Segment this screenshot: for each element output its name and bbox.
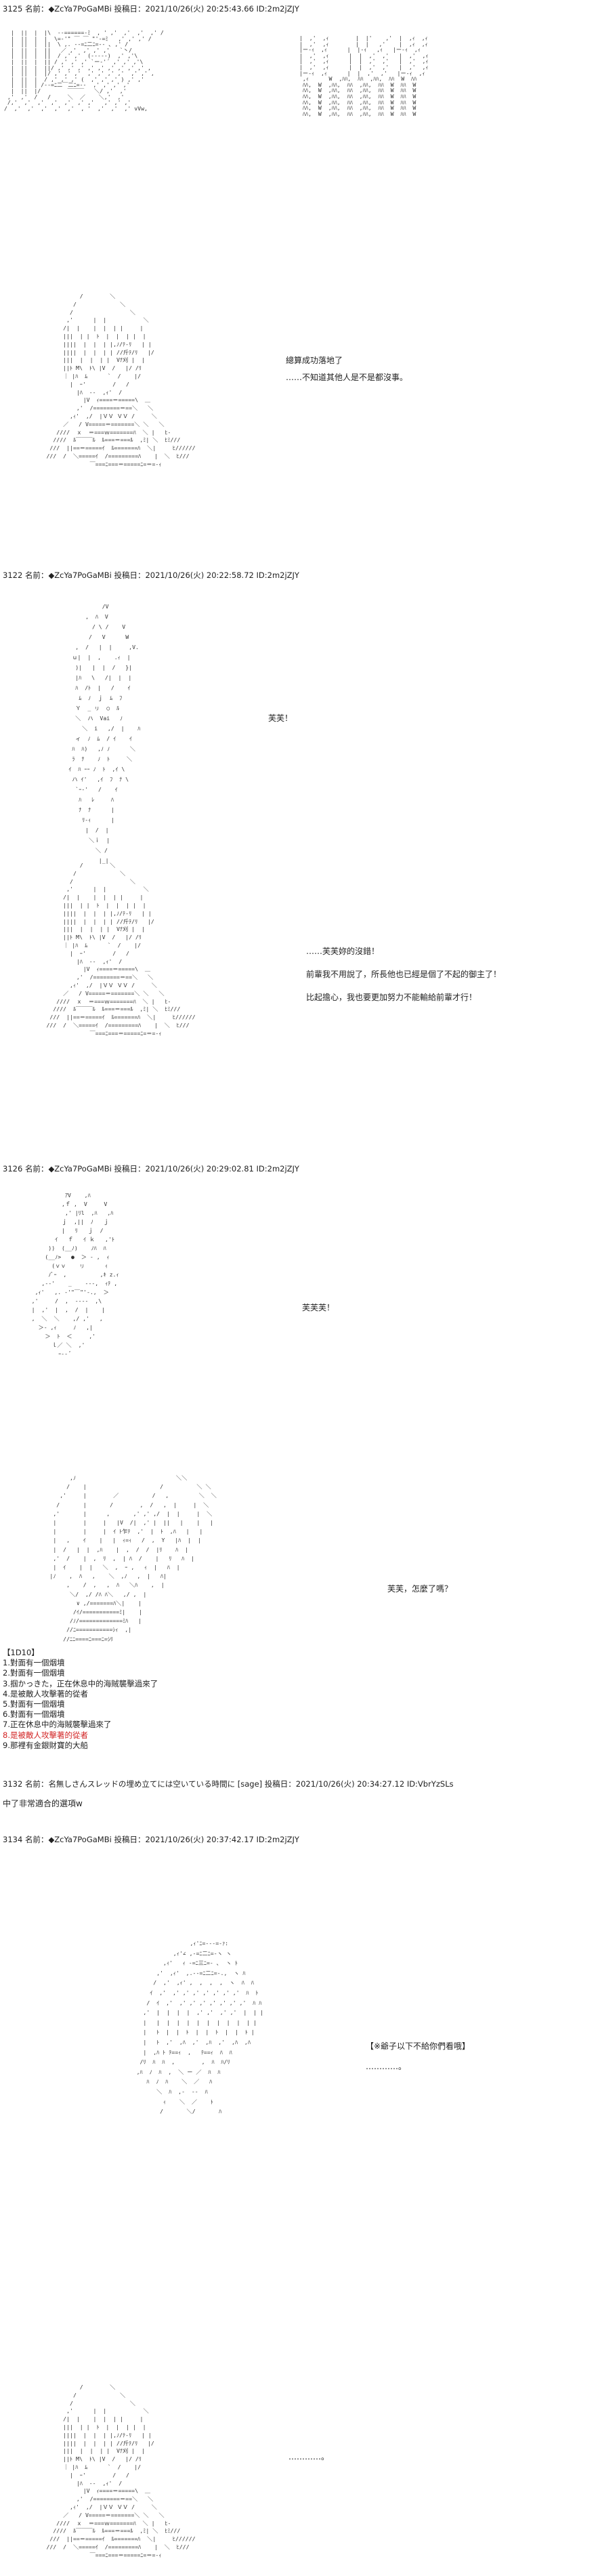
dice-roll-list: 【1D10】 1.對面有一個烟墳 2.對面有一個烟墳 3.掴かっきた，正在休息中… — [3, 1648, 158, 1751]
post-id: ID:2m2jZJY — [256, 1835, 299, 1844]
dialogue-line: 前輩我不用說了，所長他也已經是個了不起的御主了！ — [306, 970, 502, 979]
dialogue-line: ……不知道其他人是不是都沒事。 — [286, 373, 408, 382]
dice-row: 5.對面有一個烟墳 — [3, 1699, 65, 1709]
aa-3122-bunny: /V , ﾊ V / \ / V / V W , / | | ,V. ｕ| | … — [68, 603, 141, 864]
dialogue-3126-a: 芙芙芙！ — [302, 1300, 335, 1316]
post-date: 2021/10/26(火) 20:29:02.81 — [145, 1164, 254, 1173]
aa-3126-bunny: ｱV ,ﾊ ,ｆ , V V ,' |ﾘl ,ﾊ ,ﾊ ｊ ,|| ﾉ ｊ | … — [31, 1192, 119, 1357]
name-label: 名前： — [24, 570, 49, 580]
dialogue-line: 芙芙，怎麼了嗎？ — [387, 1584, 453, 1594]
dice-row: 3.掴かっきた，正在休息中的海賊襲擊過來了 — [3, 1678, 158, 1688]
aa-3134-boy: / ＼ / ＼ / ＼ ,' | | ＼ /| | | | | | | ||| … — [46, 2384, 196, 2558]
aa-3125-left: | || | |\ -‐======-ﾐ , ' ,' ,' ,' ,' / |… — [4, 29, 164, 112]
name-label: 名前： — [24, 4, 49, 14]
post-number[interactable]: 3134 — [3, 1835, 23, 1844]
date-label: 投稿日： — [114, 1835, 146, 1844]
dialogue-line: 芙芙芙！ — [302, 1303, 335, 1312]
post-date: 2021/10/26(火) 20:22:58.72 — [145, 570, 254, 580]
post-id: ID:2m2jZJY — [256, 4, 299, 14]
poster-name: ◆ZcYa7PoGaMBi — [48, 4, 112, 14]
post-number[interactable]: 3126 — [3, 1164, 23, 1173]
post-body-3132: 中了非常適合的選項w — [3, 1799, 83, 1808]
dialogue-line: 總算成功落地了 — [286, 356, 343, 365]
post-header-3125: 3125 名前：◆ZcYa7PoGaMBi 投稿日：2021/10/26(火) … — [3, 4, 299, 14]
post-header-3126: 3126 名前：◆ZcYa7PoGaMBi 投稿日：2021/10/26(火) … — [3, 1164, 299, 1173]
date-label: 投稿日： — [114, 4, 146, 14]
poster-name: ◆ZcYa7PoGaMBi — [48, 1835, 112, 1844]
dialogue-line: 芙芙！ — [268, 713, 293, 723]
dialogue-line: 比起擔心，我也要更加努力不能輸給前輩才行！ — [306, 993, 477, 1002]
dice-row: 2.對面有一個烟墳 — [3, 1668, 65, 1678]
dialogue-3125: 總算成功落地了 ……不知道其他人是不是都沒事。 — [286, 352, 408, 386]
dialogue-3134-a: 【※爺子以下不給你們看哦】 …………。 — [366, 2036, 470, 2077]
dialogue-3122-a: 芙芙！ — [268, 710, 293, 727]
post-number[interactable]: 3132 — [3, 1779, 23, 1789]
dice-row: 6.對面有一個烟墳 — [3, 1709, 65, 1720]
dialogue-line: …………。 — [366, 2062, 407, 2071]
dialogue-3134-b: …………。 — [288, 2449, 329, 2466]
post-id: ID:VbrYzSLs — [406, 1779, 454, 1789]
post-number[interactable]: 3122 — [3, 570, 23, 580]
dice-row: 1.對面有一個烟墳 — [3, 1658, 65, 1668]
post-id: ID:2m2jZJY — [256, 1164, 299, 1173]
post-date: 2021/10/26(火) 20:25:43.66 — [145, 4, 254, 14]
post-date: 2021/10/26(火) 20:37:42.17 — [145, 1835, 254, 1844]
name-label: 名前： — [24, 1164, 49, 1173]
aa-3134-hood: ,ｨ'ﾆ=‐--=‐ｧ: ,ｨ'∠ ,-=ﾆ二ﾆ=-ヽ ヽ ,ｨ' ｨ ‐=ﾆ三… — [136, 1940, 263, 2115]
date-label: 投稿日： — [114, 570, 146, 580]
name-label: 名前： — [24, 1779, 49, 1789]
date-label: [sage] 投稿日： — [237, 1779, 296, 1789]
post-date: 2021/10/26(火) 20:34:27.12 — [295, 1779, 405, 1789]
aa-3122-boy: / ＼ / ＼ / ＼ ,' | | ＼ /| | | | | | | ||| … — [46, 862, 196, 1037]
dialogue-line: ……芙芙妳的沒錯！ — [306, 947, 380, 956]
poster-name: 名無しさんスレッドの埋め立てには空いている時間に — [48, 1779, 236, 1789]
post-header-3134: 3134 名前：◆ZcYa7PoGaMBi 投稿日：2021/10/26(火) … — [3, 1835, 299, 1844]
dialogue-3122-b: ……芙芙妳的沒錯！ 前輩我不用說了，所長他也已經是個了不起的御主了！ 比起擔心，… — [306, 940, 501, 1009]
dice-row-selected: 8.是被敵人攻擊著的從者 — [3, 1730, 88, 1740]
date-label: 投稿日： — [114, 1164, 146, 1173]
aa-3126-girl: ,ﾉ ＼＼ / | / ＼ ＼ ,' | ／ / , ＼ ＼ / | / , /… — [49, 1474, 217, 1642]
post-header-3132: 3132 名前：名無しさんスレッドの埋め立てには空いている時間に [sage] … — [3, 1779, 454, 1789]
post-id: ID:2m2jZJY — [256, 570, 299, 580]
aa-3125-right: | ,' ,ｨ | |' ,' | ,ｨ ,ｨ | ,' ,ｨ | | ,' |… — [299, 35, 429, 117]
poster-name: ◆ZcYa7PoGaMBi — [48, 570, 112, 580]
dice-row: 4.是被敵人攻擊著的從者 — [3, 1688, 88, 1699]
dialogue-line: …………。 — [288, 2452, 330, 2461]
dice-row: 7.正在休息中的海賊襲擊過來了 — [3, 1720, 112, 1730]
name-label: 名前： — [24, 1835, 49, 1844]
post-number[interactable]: 3125 — [3, 4, 23, 14]
dice-row: 9.那裡有金銀財寶的大船 — [3, 1740, 88, 1750]
poster-name: ◆ZcYa7PoGaMBi — [48, 1164, 112, 1173]
aa-3125-boy: / ＼ / ＼ / ＼ ,' | | ＼ /| | | | | | | ||| … — [46, 293, 196, 468]
dialogue-3126-b: 芙芙，怎麼了嗎？ — [387, 1581, 452, 1598]
post-header-3122: 3122 名前：◆ZcYa7PoGaMBi 投稿日：2021/10/26(火) … — [3, 570, 299, 580]
dice-row: 【1D10】 — [3, 1648, 39, 1657]
dialogue-line: 【※爺子以下不給你們看哦】 — [366, 2041, 471, 2051]
